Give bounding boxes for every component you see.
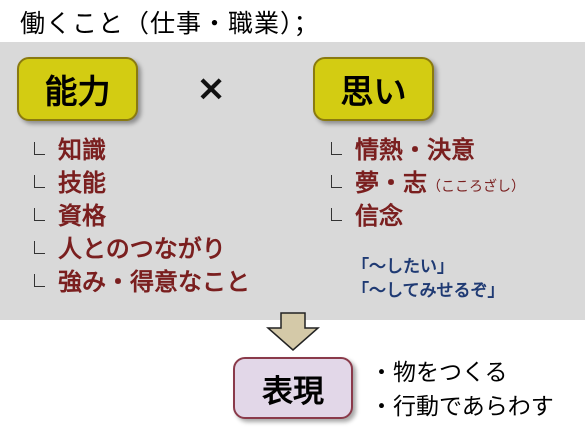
ability-list: 知識 技能 資格 人とのつながり 強み・得意なこと	[28, 134, 250, 299]
down-arrow-icon	[266, 312, 320, 351]
thought-item: 情熱・決意	[325, 134, 525, 167]
page-title: 働くこと（仕事・職業）；	[20, 9, 320, 38]
ability-item: 技能	[28, 167, 250, 200]
multiply-symbol: ×	[196, 68, 227, 109]
ability-item: 強み・得意なこと	[28, 266, 250, 299]
ability-box: 能力	[17, 57, 138, 121]
ability-label: 能力	[44, 72, 111, 111]
thought-label: 思い	[340, 72, 407, 111]
expression-actions: ・物をつくる ・行動であらわす	[370, 356, 554, 424]
thought-box: 思い	[313, 57, 434, 121]
ability-item: 人とのつながり	[28, 233, 250, 266]
thought-quotes: 「～したい」 「～してみせるぞ」	[352, 255, 505, 303]
thought-item-text: 信念	[355, 202, 403, 230]
thought-list: 情熱・決意 夢・志（こころざし） 信念	[325, 134, 525, 233]
thought-item: 信念	[325, 200, 525, 233]
thought-item: 夢・志（こころざし）	[325, 167, 525, 200]
action-item: ・行動であらわす	[370, 394, 554, 420]
thought-item-text: 情熱・決意	[355, 136, 475, 164]
expression-box: 表現	[233, 357, 353, 419]
quote-line: 「～したい」	[352, 257, 454, 277]
quote-line: 「～してみせるぞ」	[352, 281, 505, 301]
ability-item: 知識	[28, 134, 250, 167]
action-item: ・物をつくる	[370, 360, 508, 386]
ability-item: 資格	[28, 200, 250, 233]
thought-item-note: （こころざし）	[427, 179, 525, 195]
expression-label: 表現	[262, 373, 324, 410]
thought-item-text: 夢・志	[355, 169, 427, 197]
